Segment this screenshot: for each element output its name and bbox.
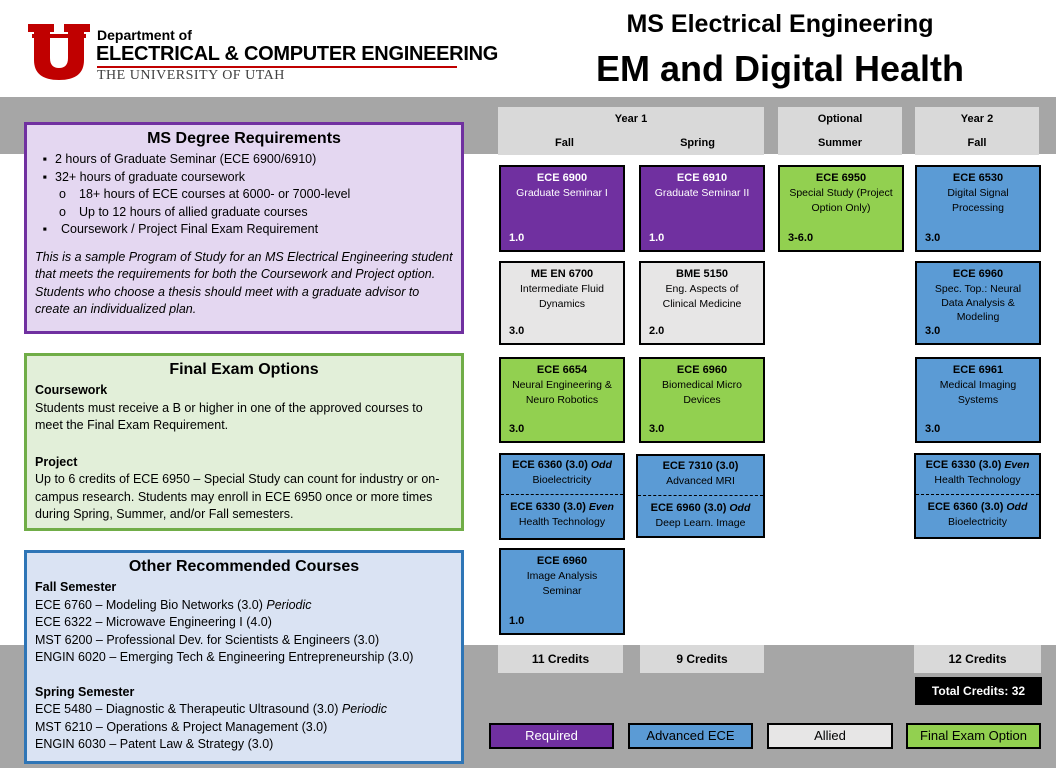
credits-spring-year1: 9 Credits [640, 645, 764, 673]
spring-header: Spring [680, 137, 715, 149]
requirement-item: ▪2 hours of Graduate Seminar (ECE 6900/6… [42, 152, 317, 166]
recommended-course-item: ECE 6322 – Microwave Engineering I (4.0) [35, 615, 272, 629]
recommended-course-item: MST 6200 – Professional Dev. for Scienti… [35, 632, 380, 647]
page-subtitle: EM and Digital Health [595, 48, 965, 89]
course-ece-6654: ECE 6654 Neural Engineering & Neuro Robo… [499, 357, 625, 443]
total-credits: Total Credits: 32 [915, 677, 1042, 705]
logo-ece-text: ELECTRICAL & COMPUTER ENGINEERING [96, 43, 498, 65]
requirements-title: MS Degree Requirements [147, 130, 341, 147]
recommended-course-item: ENGIN 6020 – Emerging Tech & Engineering… [35, 650, 414, 664]
degree-requirements-panel: MS Degree Requirements ▪2 hours of Gradu… [24, 122, 464, 334]
university-u-logo-icon [28, 24, 90, 80]
course-ece-6530: ECE 6530 Digital Signal Processing 3.0 [915, 165, 1041, 252]
requirement-item: ▪32+ hours of graduate coursework [42, 169, 246, 184]
option-divider [916, 494, 1039, 495]
year1-header: Year 1 Fall Spring [498, 107, 764, 155]
legend-required: Required [489, 723, 614, 749]
course-bme-5150: BME 5150 Eng. Aspects of Clinical Medici… [639, 261, 765, 345]
recommended-course-item: ECE 5480 – Diagnostic & Therapeutic Ultr… [35, 702, 388, 716]
course-ece-6900: ECE 6900 Graduate Seminar I 1.0 [499, 165, 625, 252]
course-choice-spring1: ECE 7310 (3.0) Advanced MRI ECE 6960 (3.… [636, 454, 765, 538]
recommended-course-item: ECE 6760 – Modeling Bio Networks (3.0) P… [35, 597, 312, 612]
project-text: Up to 6 credits of ECE 6950 – Special St… [35, 472, 440, 521]
coursework-heading: Coursework [35, 383, 108, 397]
page-title: MS Electrical Engineering [626, 10, 934, 38]
option-divider [638, 495, 763, 496]
course-ece-6910: ECE 6910 Graduate Seminar II 1.0 [639, 165, 765, 252]
spring-semester-heading: Spring Semester [35, 684, 135, 699]
other-courses-title: Other Recommended Courses [128, 558, 360, 575]
course-choice-fall2: ECE 6330 (3.0) Even Health Technology EC… [914, 453, 1041, 539]
course-ece-6950: ECE 6950 Special Study (Project Option O… [778, 165, 904, 252]
fall-semester-heading: Fall Semester [35, 580, 117, 594]
legend-advanced-ece: Advanced ECE [628, 723, 753, 749]
course-ece-6960-image: ECE 6960 Image Analysis Seminar 1.0 [499, 548, 625, 635]
optional-summer-header: Optional Summer [778, 107, 902, 155]
logo-department-text: Department of [97, 27, 192, 43]
year2-header: Year 2 Fall [915, 107, 1039, 155]
logo-divider [97, 66, 457, 68]
final-exam-panel: Final Exam Options Coursework Students m… [24, 353, 464, 531]
logo-university-text: THE UNIVERSITY OF UTAH [97, 68, 285, 83]
coursework-text: Students must receive a B or higher in o… [35, 400, 423, 433]
recommended-course-item: MST 6210 – Operations & Project Manageme… [35, 719, 328, 734]
credits-fall-year2: 12 Credits [914, 645, 1041, 673]
credits-fall-year1: 11 Credits [498, 645, 623, 673]
requirements-note: This is a sample Program of Study for an… [35, 249, 453, 317]
project-heading: Project [35, 454, 78, 469]
legend-allied: Allied [767, 723, 893, 749]
legend-final-exam-option: Final Exam Option [906, 723, 1041, 749]
course-ece-6960-neural: ECE 6960 Spec. Top.: Neural Data Analysi… [915, 261, 1041, 345]
recommended-course-item: ENGIN 6030 – Patent Law & Strategy (3.0) [35, 737, 274, 751]
course-ece-6961: ECE 6961 Medical Imaging Systems 3.0 [915, 357, 1041, 443]
fall-header: Fall [555, 137, 574, 149]
final-exam-title: Final Exam Options [169, 361, 319, 378]
other-courses-panel: Other Recommended Courses Fall Semester … [24, 550, 464, 764]
course-me-en-6700: ME EN 6700 Intermediate Fluid Dynamics 3… [499, 261, 625, 345]
option-divider [501, 494, 623, 495]
course-choice-fall1: ECE 6360 (3.0) Odd Bioelectricity ECE 63… [499, 453, 625, 540]
course-ece-6960-biomedical: ECE 6960 Biomedical Micro Devices 3.0 [639, 357, 765, 443]
requirement-item: ▪Coursework / Project Final Exam Require… [42, 222, 319, 236]
